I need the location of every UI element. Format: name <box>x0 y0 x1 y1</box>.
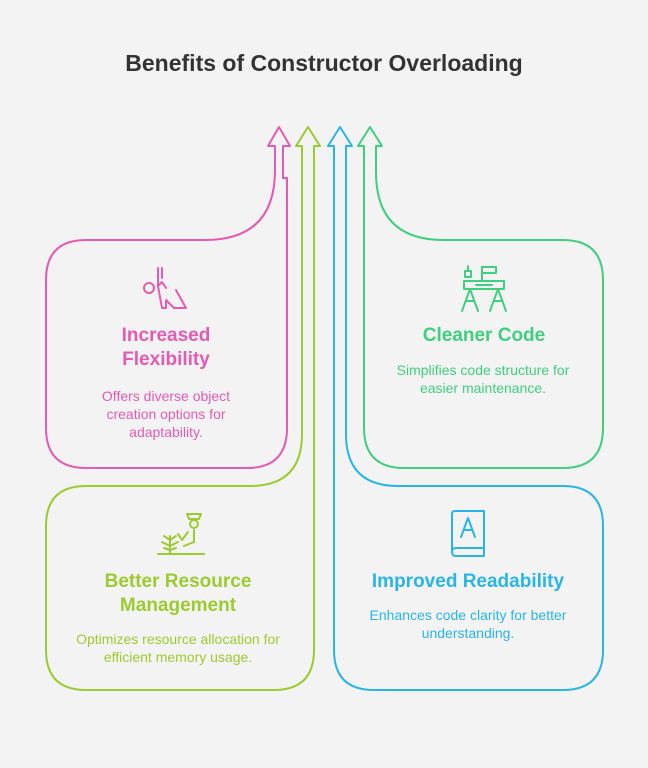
readability-title: Improved Readability <box>371 571 565 592</box>
diagram-title: Benefits of Constructor Overloading <box>125 50 523 76</box>
readability-card-outline <box>327 126 604 691</box>
flexibility-card-outline <box>45 126 291 469</box>
cleaner-code-title: Cleaner Code <box>422 325 546 346</box>
cleaner-card-outline <box>357 126 604 469</box>
cleaner-code-description: Simplifies code structure for easier mai… <box>396 362 570 396</box>
flexibility-title: Increased Flexibility <box>121 325 211 370</box>
resource-management-title: Better Resource Management <box>104 571 252 616</box>
resource-card-outline <box>45 126 321 691</box>
gardener-icon <box>157 513 205 555</box>
resource-management-description: Optimizes resource allocation for effici… <box>76 631 280 665</box>
flexibility-description: Offers diverse object creation options f… <box>101 388 231 440</box>
book-icon <box>451 510 485 557</box>
sewing-machine-icon <box>461 265 507 312</box>
readability-description: Enhances code clarity for better underst… <box>369 607 567 641</box>
yoga-pose-icon <box>143 267 187 309</box>
